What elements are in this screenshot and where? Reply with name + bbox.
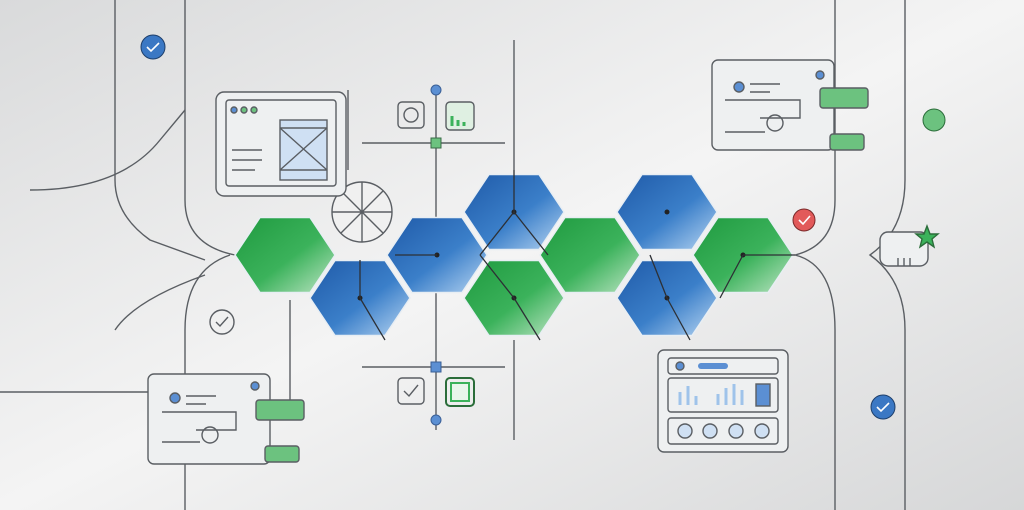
checkbox-tile-icon bbox=[445, 377, 475, 407]
checkbox-icon bbox=[397, 377, 425, 405]
chat-card-icon bbox=[711, 59, 869, 151]
nodes bbox=[430, 84, 442, 426]
star-card-icon bbox=[879, 224, 940, 267]
status-dots bbox=[140, 34, 946, 420]
chart-tile-icon bbox=[445, 101, 475, 131]
check-circle-icon bbox=[140, 34, 166, 60]
hexagon-node bbox=[664, 209, 670, 215]
check-circle-icon bbox=[870, 394, 896, 420]
hexagon-green bbox=[539, 216, 641, 294]
dashboard-card-icon bbox=[657, 349, 789, 453]
chat-card-icon bbox=[147, 373, 305, 465]
browser-window-icon bbox=[215, 91, 347, 197]
radio-tile-icon bbox=[397, 101, 425, 129]
check-circle-icon bbox=[209, 309, 235, 335]
status-dot-icon bbox=[922, 108, 946, 132]
alert-check-icon bbox=[792, 208, 816, 232]
hexagon-green bbox=[234, 216, 336, 294]
hex-connectors bbox=[359, 170, 795, 341]
wheel-icon bbox=[331, 181, 393, 243]
